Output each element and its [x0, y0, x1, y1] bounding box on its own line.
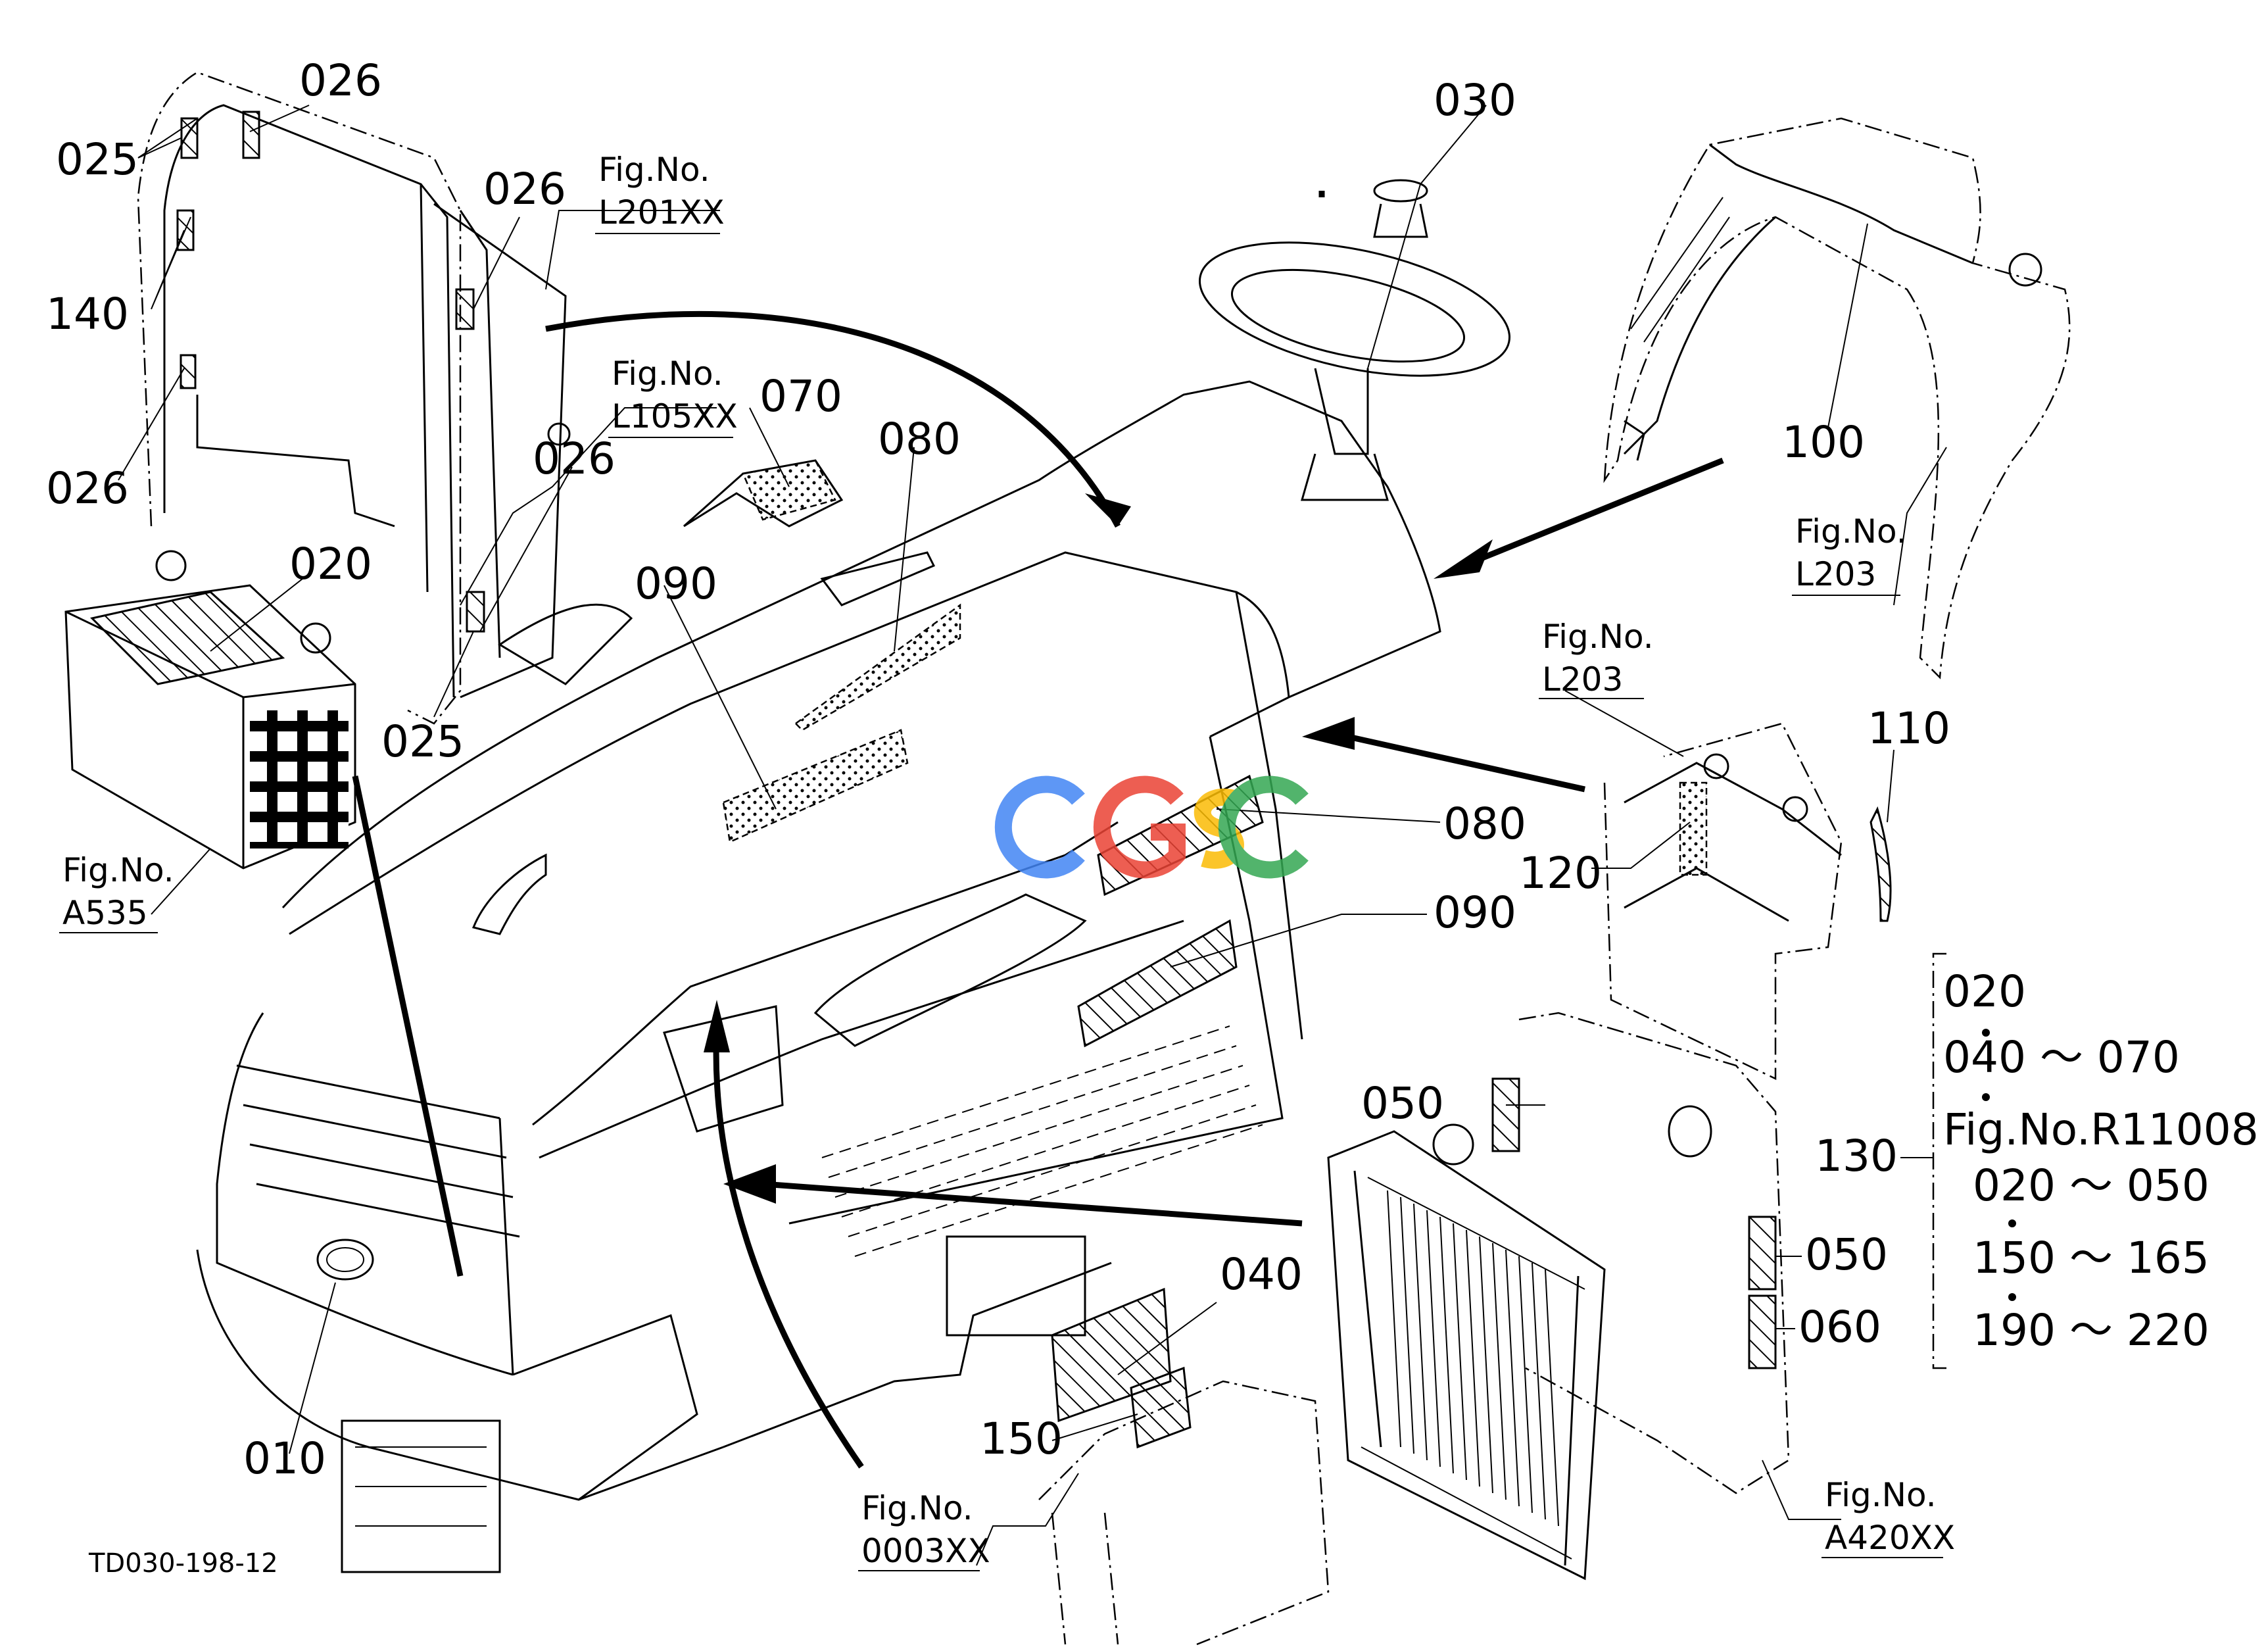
part-labels: 026 025 026 140 026 026 020 025 070 080 … [46, 55, 1950, 1484]
label-060: 060 [1798, 1302, 1881, 1352]
label-090-side: 090 [1434, 887, 1516, 938]
label-026-right: 026 [533, 433, 615, 484]
group-line-6: 190 ～ 220 [1973, 1305, 2209, 1356]
ref-l203-mid-code: L203 [1542, 660, 1623, 699]
fender-decal-150 [1130, 1366, 1192, 1449]
label-050-right: 050 [1805, 1229, 1888, 1280]
ref-0003-label: Fig.No. [861, 1489, 973, 1527]
label-040: 040 [1220, 1249, 1303, 1300]
group-line-2: 040 ～ 070 [1943, 1032, 2180, 1083]
label-090-top: 090 [635, 558, 717, 609]
ref-l105-code: L105XX [612, 397, 738, 435]
label-020: 020 [289, 539, 372, 589]
label-080-side: 080 [1443, 799, 1526, 849]
side-shield-panel [1603, 722, 1892, 1080]
reference-arrows [352, 191, 1724, 1469]
label-070: 070 [760, 371, 842, 422]
ref-a420-code: A420XX [1825, 1519, 1955, 1557]
ref-0003-code: 0003XX [861, 1532, 990, 1570]
tractor-hood-assembly [196, 241, 1511, 1573]
label-100: 100 [1782, 417, 1865, 468]
battery-label-020 [90, 591, 285, 685]
label-140: 140 [46, 289, 129, 339]
ref-l201-label: Fig.No. [598, 151, 710, 189]
label-010: 010 [243, 1433, 326, 1484]
figure-references: Fig.No. L201XX Fig.No. L105XX Fig.No. L2… [59, 151, 1955, 1571]
label-130: 130 [1815, 1131, 1898, 1181]
radiator-assembly [1327, 1012, 1790, 1581]
ref-a535-label: Fig.No. [62, 851, 174, 889]
group-line-1: 020 [1943, 966, 2026, 1017]
hood-decal-090 [722, 729, 909, 843]
label-120: 120 [1519, 848, 1602, 898]
ref-a420-label: Fig.No. [1825, 1476, 1937, 1514]
horn-knob-030 [1373, 179, 1428, 238]
battery-grid-label [250, 710, 349, 848]
group-130-list: 020 040 ～ 070 Fig.No.R11008 020 ～ 050 15… [1943, 966, 2259, 1356]
label-026-left: 026 [46, 463, 129, 514]
ref-a535-code: A535 [62, 894, 148, 932]
group-line-3: Fig.No.R11008 [1943, 1104, 2259, 1155]
side-decal-090 [1077, 919, 1238, 1048]
small-label-110 [1870, 806, 1892, 922]
panel-decal-070 [742, 459, 836, 521]
ref-l201-code: L201XX [598, 193, 725, 232]
leader-lines [118, 105, 1947, 1566]
side-vent-slots [821, 1025, 1263, 1257]
ref-l203-mid-label: Fig.No. [1542, 618, 1654, 656]
hood-decal-080 [794, 603, 961, 731]
label-110: 110 [1868, 703, 1950, 754]
label-030: 030 [1434, 75, 1516, 126]
rear-fender-cover [1603, 117, 2071, 679]
ref-l203-top-label: Fig.No. [1795, 512, 1907, 551]
cgsc-watermark-logo [994, 775, 1309, 879]
radiator-core [1387, 1190, 1559, 1527]
left-side-panel [137, 71, 633, 725]
label-026-mid: 026 [483, 164, 566, 214]
label-150: 150 [980, 1413, 1063, 1464]
label-026-top: 026 [299, 55, 382, 106]
label-050-left: 050 [1361, 1078, 1444, 1129]
label-025-top: 025 [56, 134, 139, 185]
group-line-5: 150 ～ 165 [1973, 1233, 2209, 1283]
ref-l105-label: Fig.No. [612, 355, 723, 393]
drawing-code: TD030-198-12 [88, 1548, 278, 1579]
battery [64, 550, 356, 870]
group-line-4: 020 ～ 050 [1973, 1160, 2209, 1211]
label-025-bottom: 025 [381, 716, 464, 767]
ref-l203-top-code: L203 [1795, 555, 1876, 593]
label-080-top: 080 [878, 414, 961, 464]
